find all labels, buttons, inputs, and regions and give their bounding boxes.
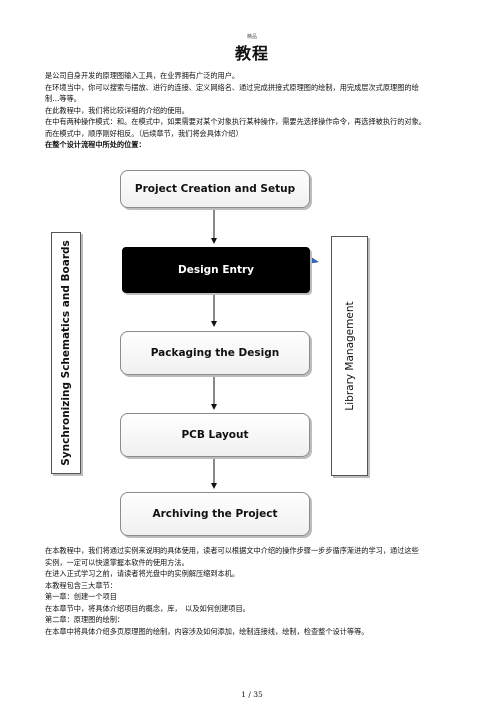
body-line: 第二章：原理图的绘制： xyxy=(45,615,125,624)
intro-paragraph: 是公司自身开发的原理图输入工具，在业界拥有广泛的用户。 在环境当中，你可以搜索与… xyxy=(45,70,493,151)
intro-line: 制…等等。 xyxy=(45,94,81,103)
body-line: 在本章中将具体介绍多页原理图的绘制，内容涉及如何添加，绘制连接线，绘制，检查整个… xyxy=(45,626,369,636)
box-label: PCB Layout xyxy=(181,429,249,441)
box-packaging: Packaging the Design xyxy=(120,331,310,375)
box-label: Design Entry xyxy=(177,264,255,276)
side-box-right: Library Management xyxy=(331,236,368,476)
body-line: 本教程包含三大章节： xyxy=(45,580,117,590)
body-paragraph: 在本教程中，我们将通过实例来说明的具体使用，读者可以根据文中介绍的操作步骤一步步… xyxy=(45,545,493,637)
side-box-left: Synchronizing Schematics and Boards xyxy=(51,232,81,474)
box-design-entry: Design Entry xyxy=(122,247,310,293)
body-line: 在进入正式学习之前，请读者将光盘中的实例解压缩到本机。 xyxy=(45,569,240,578)
page-title: 教程 xyxy=(234,44,269,63)
box-label: Packaging the Design xyxy=(150,347,280,359)
body-line: 在本教程中，我们将通过实例来说明的具体使用，读者可以根据文中介绍的操作步骤一步步… xyxy=(45,546,419,555)
box-project-creation: Project Creation and Setup xyxy=(120,170,310,208)
header-mark: 精品 xyxy=(246,34,257,40)
side-label-right: Library Management xyxy=(343,301,356,411)
page-number: 1 / 35 xyxy=(241,690,263,699)
box-label: Archiving the Project xyxy=(152,508,278,520)
box-pcb-layout: PCB Layout xyxy=(120,413,310,457)
box-label: Project Creation and Setup xyxy=(134,183,296,195)
intro-line: 在此教程中，我们将比较详细的介绍的使用。 xyxy=(45,105,189,115)
body-line: 第一章：创建一个项目 xyxy=(45,592,117,601)
intro-line: 而在模式中，顺序刚好相反。（后续章节，我们将会具体介绍） xyxy=(45,128,243,138)
intro-line: 在环境当中，你可以搜索与摆放、进行的连接、定义网络名、通过完成拼接式原理图的绘制… xyxy=(45,82,419,92)
side-label-left: Synchronizing Schematics and Boards xyxy=(60,240,72,466)
intro-line: 是公司自身开发的原理图输入工具，在业界拥有广泛的用户。 xyxy=(45,71,240,80)
body-line: 实例，一定可以快速掌握本软件的使用方法。 xyxy=(45,557,189,567)
intro-line: 在中有两种操作模式：和。在模式中，如果需要对某个对象执行某种操作，需要先选择操作… xyxy=(45,117,426,126)
body-line: 在本章节中，将具体介绍项目的概念，库， 以及如何创建项目。 xyxy=(45,603,250,613)
flow-heading: 在整个设计流程中所处的位置： xyxy=(45,140,146,149)
box-archiving: Archiving the Project xyxy=(120,492,310,536)
